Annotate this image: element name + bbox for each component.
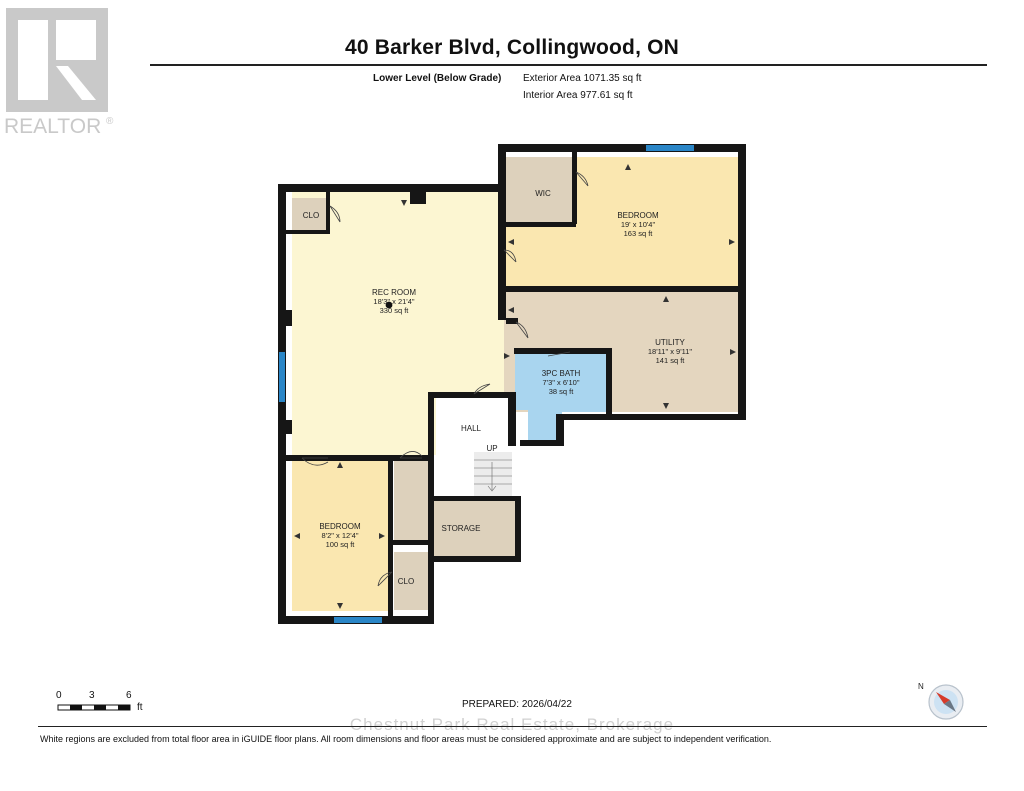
rec-room-dims: 18'3" x 21'4" xyxy=(373,297,414,306)
page-title: 40 Barker Blvd, Collingwood, ON xyxy=(344,36,680,59)
bedroom-ne-name: BEDROOM xyxy=(617,211,659,220)
scale-label-3: 3 xyxy=(89,690,95,701)
bedroom-sw-dims: 8'2" x 12'4" xyxy=(322,531,359,540)
dimension-markers xyxy=(294,164,736,609)
stairs-lines xyxy=(474,459,512,492)
clo-nw-label: CLO xyxy=(303,211,319,220)
clo-nw xyxy=(292,198,328,230)
scale-label-6: 6 xyxy=(126,690,132,701)
utility-name: UTILITY xyxy=(655,338,685,347)
utility-dims: 18'11" x 9'11" xyxy=(648,347,693,356)
walls xyxy=(278,144,746,624)
compass-icon: N xyxy=(918,682,964,720)
bath-dims: 7'3" x 6'10" xyxy=(543,378,580,387)
hall-label: HALL xyxy=(461,424,482,433)
wic xyxy=(504,157,574,223)
bedroom-ne-area: 163 sq ft xyxy=(624,229,654,238)
bedroom-ne-dims: 19' x 10'4" xyxy=(621,220,656,229)
stairs-up-label: UP xyxy=(486,444,497,453)
doors xyxy=(301,171,589,587)
level-label: Lower Level (Below Grade) xyxy=(373,73,502,84)
storage-label: STORAGE xyxy=(442,524,481,533)
stairs xyxy=(474,452,512,496)
realtor-logo-mark: ® xyxy=(106,116,114,127)
prepared-date: PREPARED: 2026/04/22 xyxy=(462,699,572,710)
disclaimer: White regions are excluded from total fl… xyxy=(40,734,772,744)
storage-side xyxy=(394,460,430,540)
bedroom-sw xyxy=(292,461,390,611)
exterior-area: Exterior Area 1071.35 sq ft xyxy=(523,73,642,84)
bath xyxy=(515,353,608,440)
camera-marker xyxy=(385,301,393,309)
bedroom-sw-name: BEDROOM xyxy=(319,522,361,531)
bedroom-sw-area: 100 sq ft xyxy=(326,540,356,549)
interior-area: Interior Area 977.61 sq ft xyxy=(523,90,633,101)
storage xyxy=(434,500,516,556)
realtor-logo-text: REALTOR xyxy=(4,115,101,138)
bath-area: 38 sq ft xyxy=(549,387,575,396)
scale-bar xyxy=(57,704,131,711)
utility-area: 141 sq ft xyxy=(656,356,686,365)
scale-label-0: 0 xyxy=(56,690,62,701)
clo-sw-label: CLO xyxy=(398,577,414,586)
windows xyxy=(279,145,694,623)
title-rule xyxy=(150,64,987,66)
rec-room-area: 330 sq ft xyxy=(380,306,410,315)
footer-rule xyxy=(38,726,987,727)
compass-north-label: N xyxy=(918,682,924,691)
rec-room-name: REC ROOM xyxy=(372,288,416,297)
clo-sw xyxy=(394,552,428,610)
scale-unit: ft xyxy=(137,702,143,713)
brokerage-watermark: Chestnut Park Real Estate, Brokerage xyxy=(349,715,675,734)
wic-label: WIC xyxy=(535,189,551,198)
bath-name: 3PC BATH xyxy=(542,369,581,378)
realtor-logo: REALTOR ® xyxy=(4,8,114,138)
